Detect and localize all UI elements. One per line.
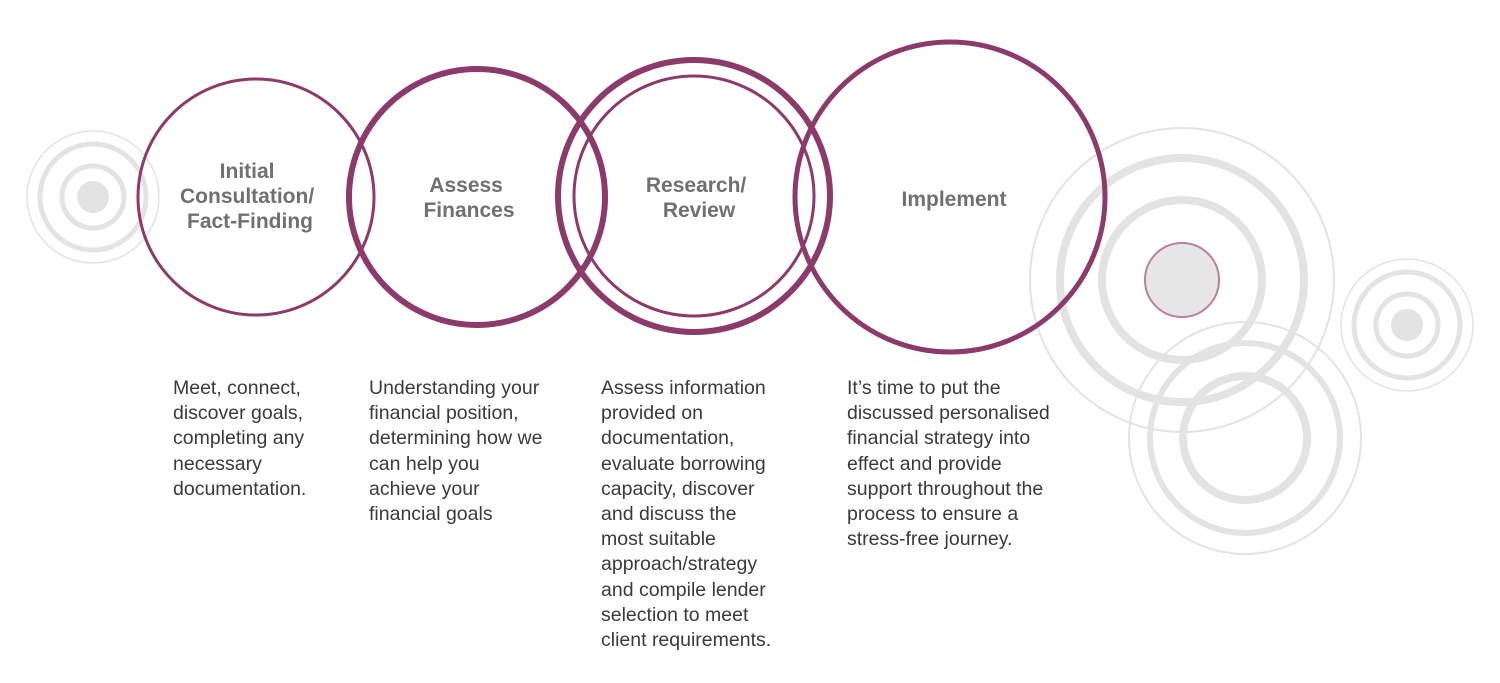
step-1-description: Meet, connect, discover goals, completin… — [173, 377, 307, 500]
step-3-circle-outer — [555, 57, 833, 335]
step-3-description: Assess information provided on documenta… — [601, 377, 772, 652]
step-2-description: Understanding your financial position, d… — [369, 377, 543, 526]
step-1-circle — [136, 77, 376, 317]
step-3-title-line: Review — [663, 199, 736, 222]
step-4-title-line: Implement — [901, 188, 1006, 211]
decorative-rings-far-right — [1340, 258, 1474, 392]
step-2-circle — [346, 66, 608, 328]
step-2-title-line: Finances — [423, 199, 514, 222]
step-3-title-line: Research/ — [646, 174, 747, 197]
step-4-circle — [792, 39, 1108, 355]
step-1-title-line: Fact-Finding — [187, 210, 313, 233]
step-4-description: It’s time to put the discussed personali… — [847, 377, 1050, 551]
decorative-rings-right-large — [1029, 127, 1335, 433]
step-1-title-line: Consultation/ — [180, 185, 314, 208]
step-4-title: Implement — [901, 188, 1006, 211]
step-3-title: Research/ Review — [646, 174, 752, 222]
step-3-circle-inner — [572, 74, 816, 318]
step-2-title: Assess Finances — [423, 174, 514, 222]
decorative-rings-left — [26, 130, 160, 264]
step-1-title-line: Initial — [220, 160, 275, 183]
step-1-title: Initial Consultation/ Fact-Finding — [180, 160, 320, 233]
step-2-title-line: Assess — [429, 174, 503, 197]
decorative-rings-lower — [1128, 321, 1362, 555]
step-circles — [136, 39, 1108, 355]
decorative-center-disc — [1144, 242, 1220, 318]
